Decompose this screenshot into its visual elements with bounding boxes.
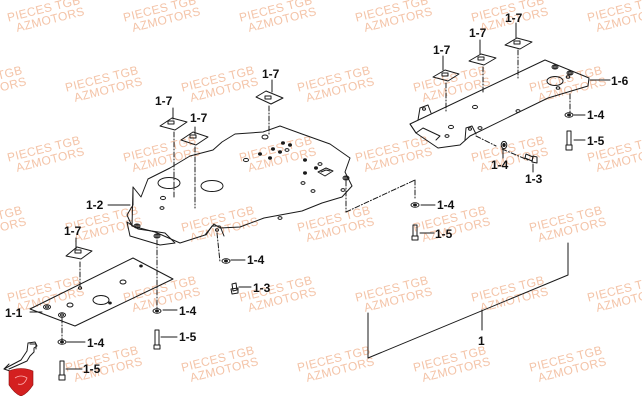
callout-1-7[interactable]: 1-7 (505, 11, 523, 25)
callout-1-5[interactable]: 1-5 (435, 227, 453, 241)
callout-1-7[interactable]: 1-7 (155, 94, 173, 108)
brand-shield-logo (8, 368, 34, 396)
callout-1-5[interactable]: 1-5 (179, 330, 197, 344)
main-skid-plate (126, 125, 353, 246)
callout-1-4[interactable]: 1-4 (247, 253, 265, 267)
callout-1-1[interactable]: 1-1 (5, 306, 23, 320)
callout-1-5[interactable]: 1-5 (83, 362, 101, 376)
clip-nuts (65, 37, 533, 260)
callout-1-3[interactable]: 1-3 (253, 281, 271, 295)
callout-1-assembly[interactable]: 1 (478, 334, 485, 348)
callout-1-7[interactable]: 1-7 (190, 111, 208, 125)
leader-lines (29, 22, 611, 370)
callout-1-4[interactable]: 1-4 (87, 336, 105, 350)
callout-1-4[interactable]: 1-4 (437, 198, 455, 212)
washers (57, 112, 574, 345)
callout-1-4[interactable]: 1-4 (587, 108, 605, 122)
callout-1-2[interactable]: 1-2 (86, 198, 104, 212)
callout-1-7[interactable]: 1-7 (64, 224, 82, 238)
assembly-lines (61, 49, 571, 344)
bolts (58, 130, 573, 381)
front-direction-arrow-icon (3, 341, 38, 372)
callout-1-3[interactable]: 1-3 (525, 172, 543, 186)
callout-1-7[interactable]: 1-7 (469, 26, 487, 40)
callout-1-4[interactable]: 1-4 (179, 304, 197, 318)
callout-1-4[interactable]: 1-4 (491, 158, 509, 172)
callout-1-5[interactable]: 1-5 (587, 134, 605, 148)
rear-skid-plate (409, 59, 590, 149)
front-skid-plate (29, 257, 174, 327)
callout-1-7[interactable]: 1-7 (433, 43, 451, 57)
callout-1-6[interactable]: 1-6 (611, 74, 629, 88)
callout-1-7[interactable]: 1-7 (262, 67, 280, 81)
